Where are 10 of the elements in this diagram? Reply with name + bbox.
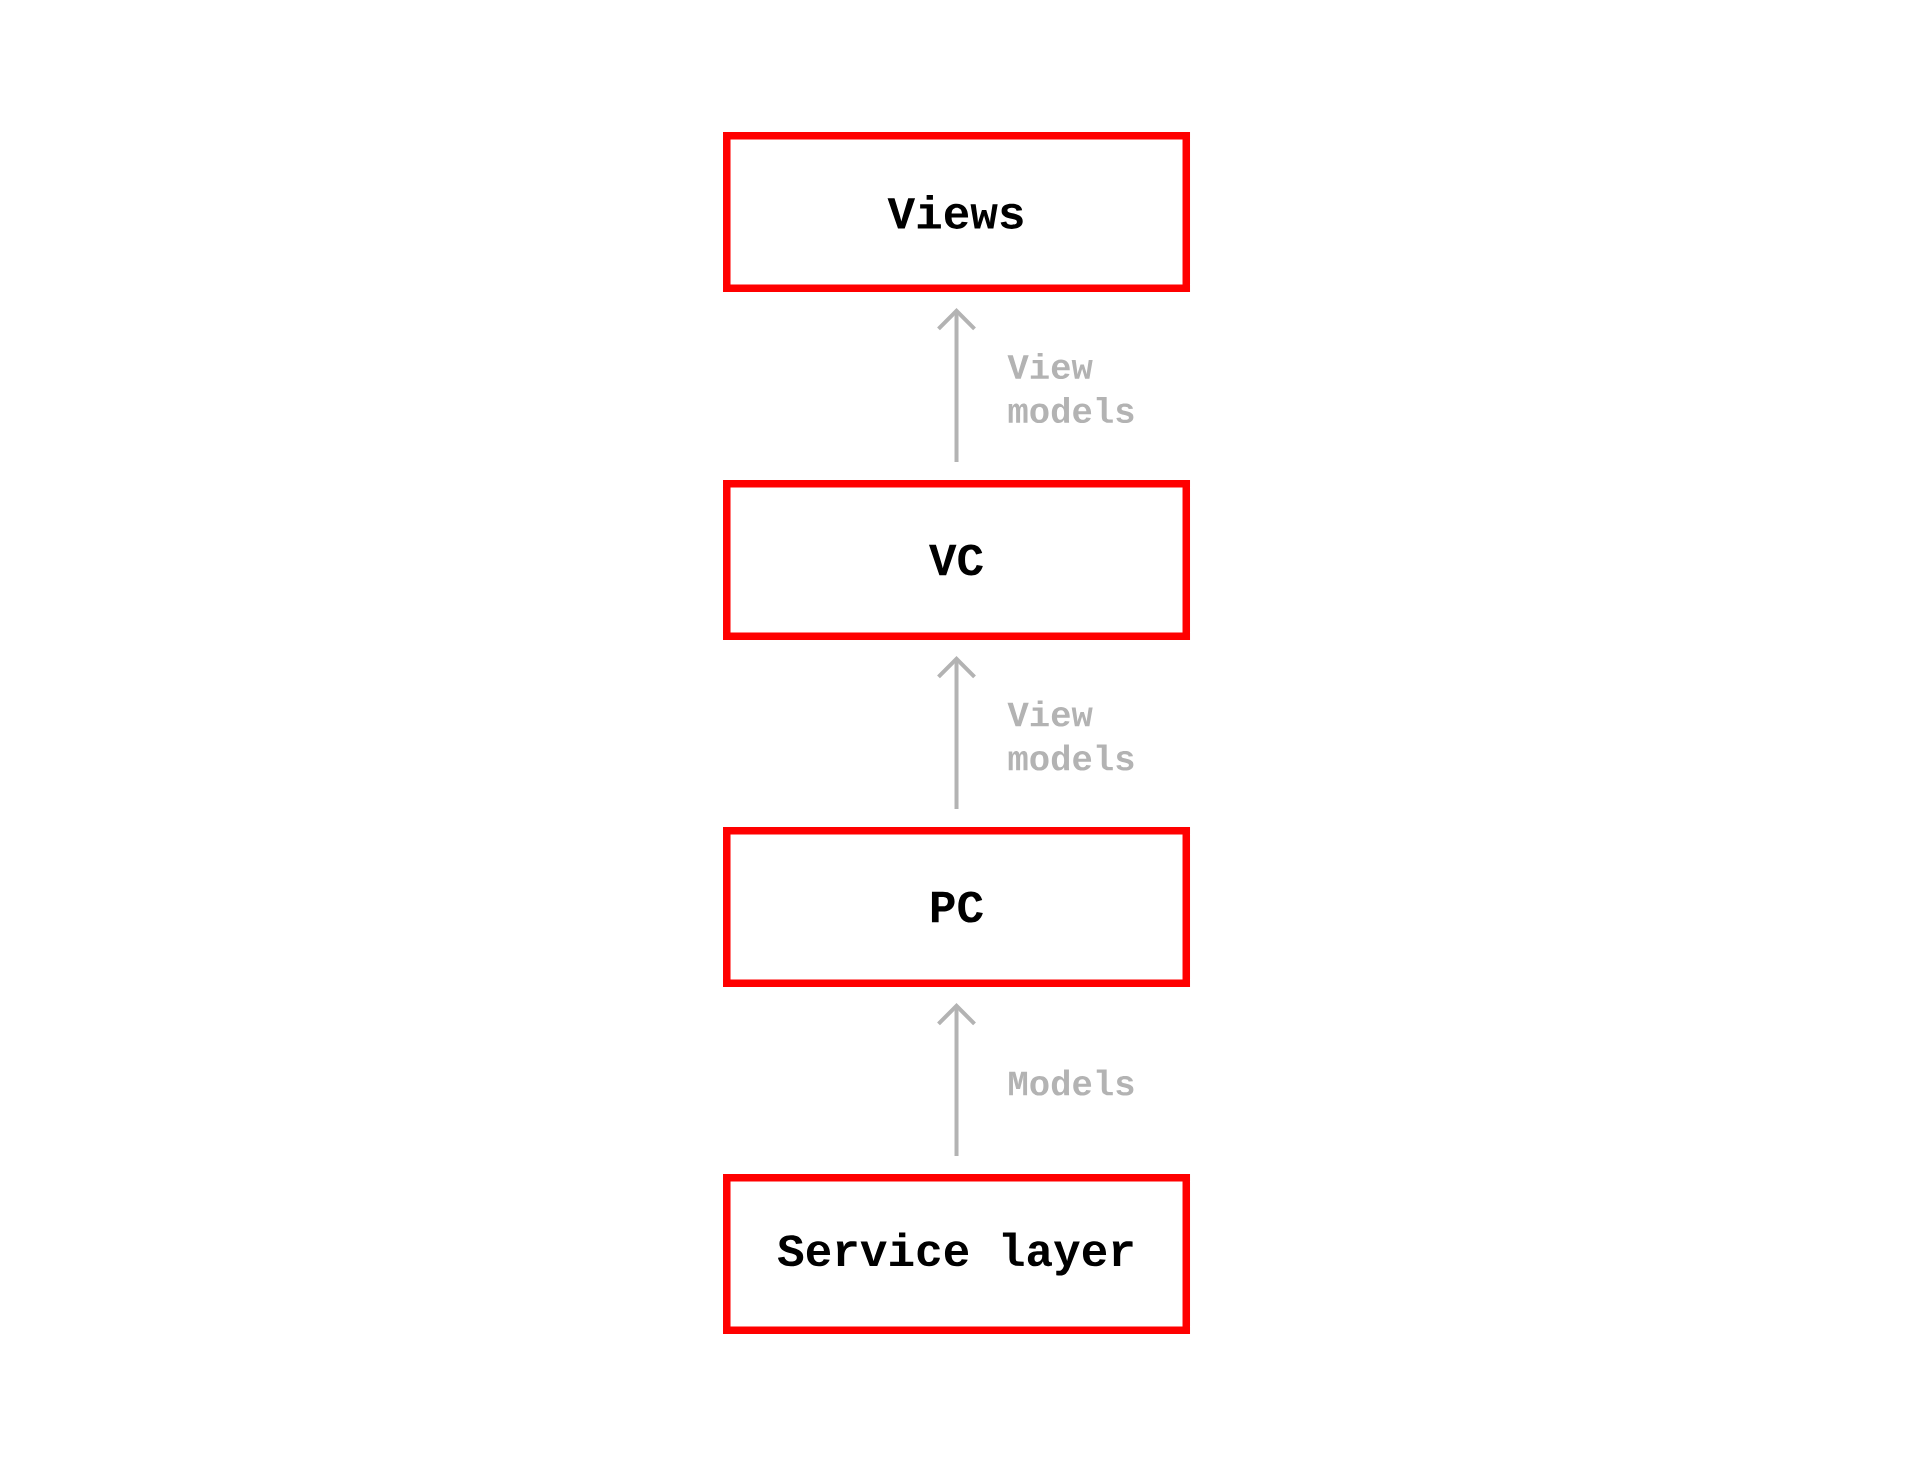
edge-label: View models <box>1007 352 1134 424</box>
layer-box: PC <box>723 827 1190 987</box>
layer-box: Service layer <box>723 1174 1190 1334</box>
edge-label: Models <box>1009 1069 1134 1096</box>
arrow <box>937 656 976 809</box>
layer-box: VC <box>723 480 1190 640</box>
layer-box: Views <box>723 132 1190 292</box>
arrow <box>937 308 976 462</box>
edge-label: View models <box>1007 700 1134 771</box>
arrow <box>937 1003 976 1156</box>
